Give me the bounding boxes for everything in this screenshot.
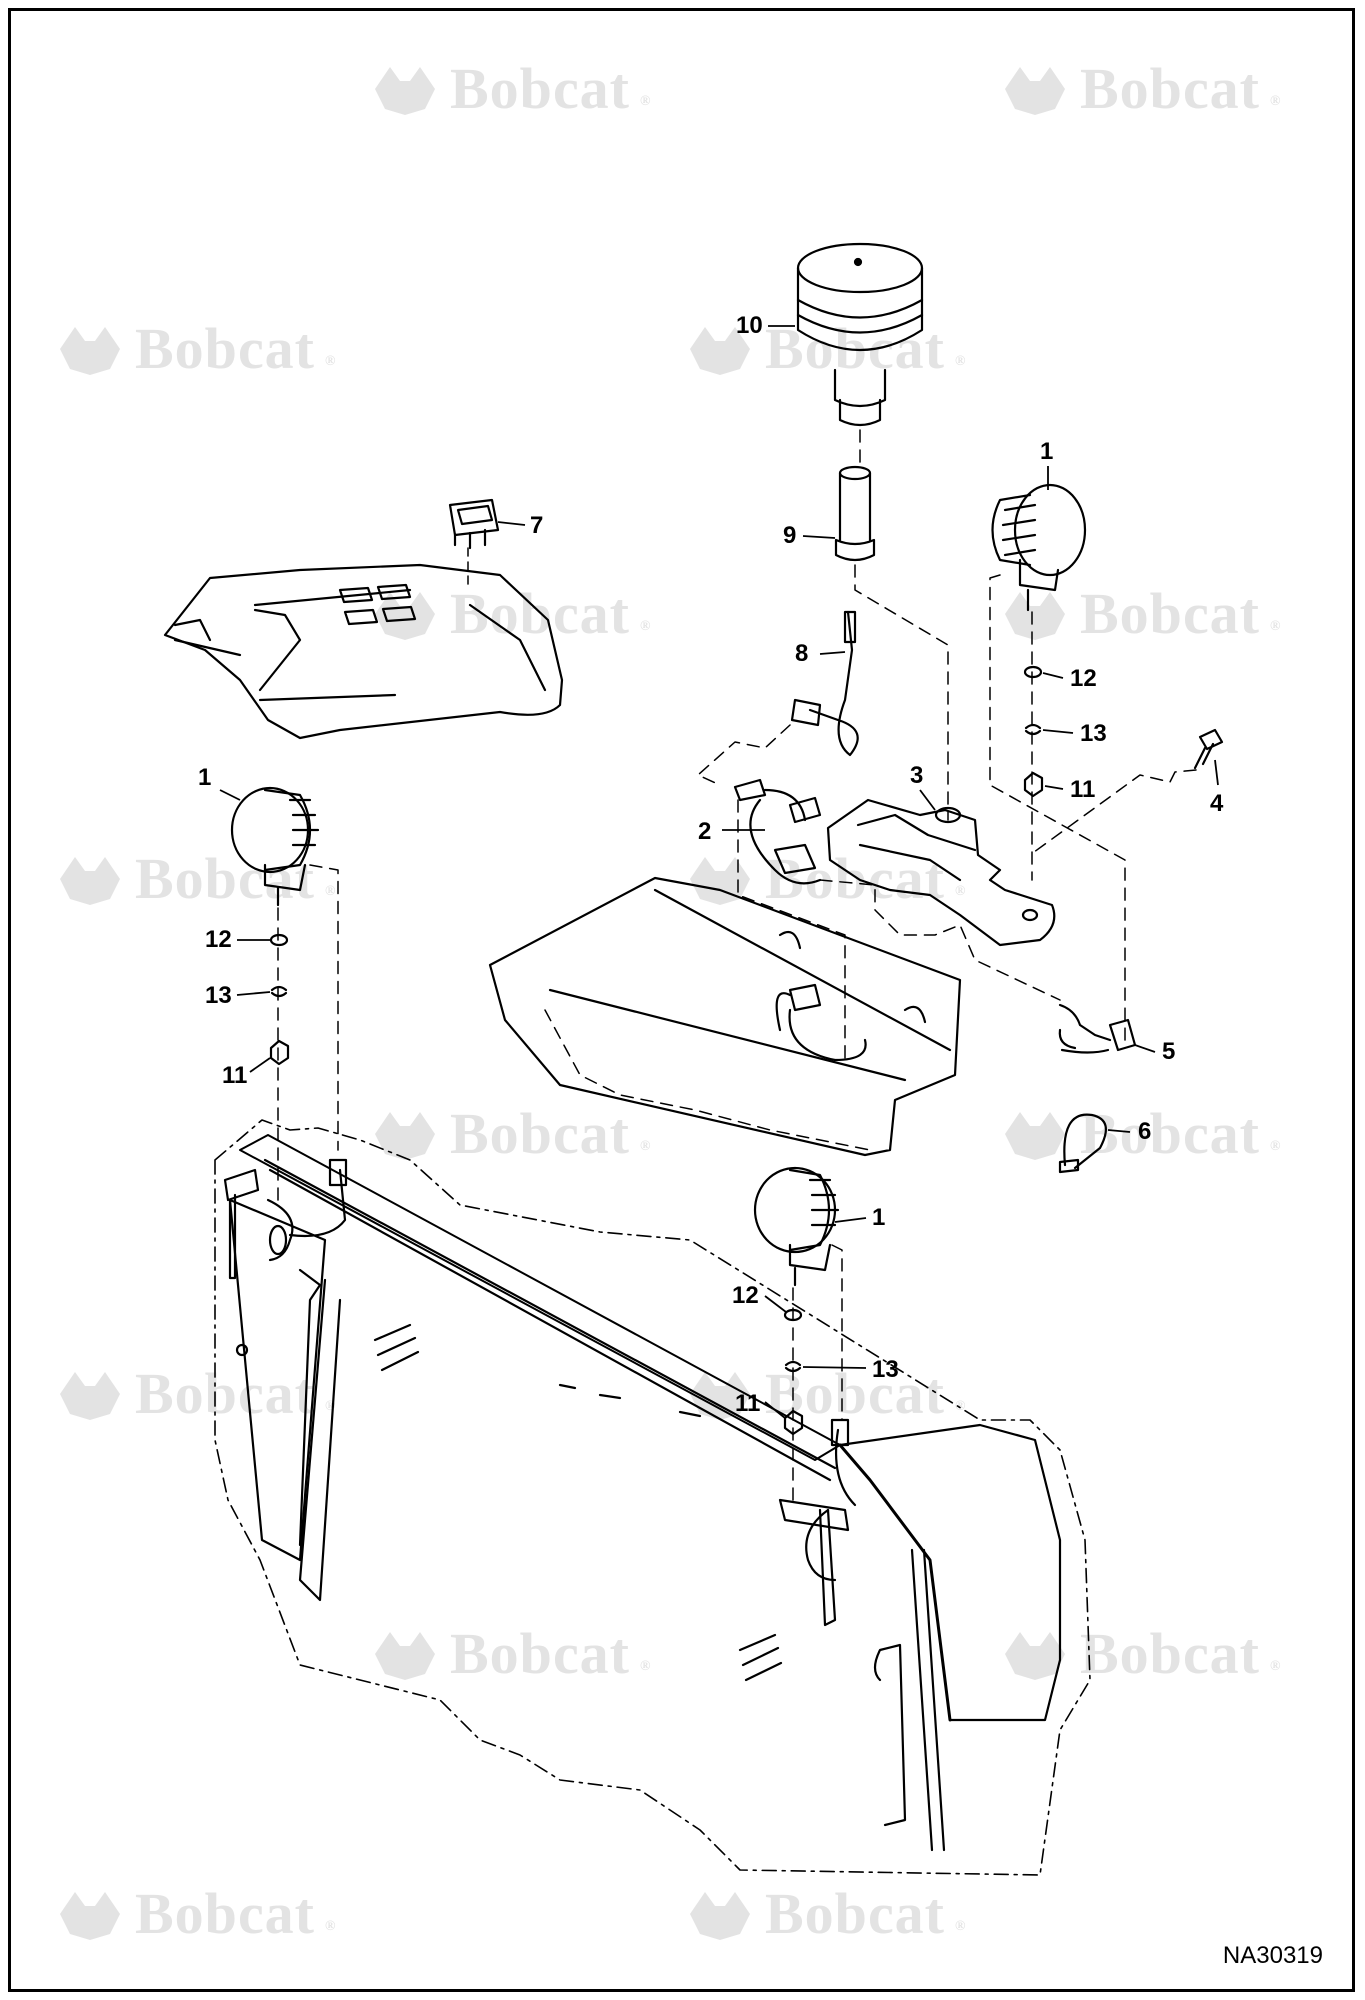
callout-leader (1044, 785, 1064, 790)
light-harness (1058, 1003, 1137, 1054)
roof-panel (488, 876, 962, 1157)
leader-line (831, 1244, 843, 1421)
work-light (991, 483, 1087, 612)
lock-washer (784, 1360, 802, 1373)
callout-leader (1042, 729, 1074, 734)
nut (1023, 771, 1044, 798)
callout-leader (497, 521, 526, 526)
nut (269, 1039, 290, 1066)
callout-3: 3 (910, 762, 924, 789)
callout-leader (802, 535, 836, 539)
callout-leader (236, 991, 271, 996)
callout-leader (1042, 672, 1064, 679)
lock-washer (1024, 723, 1042, 736)
leader-line (737, 799, 846, 1061)
callout-leader (834, 1217, 867, 1223)
callout-8: 8 (795, 640, 809, 667)
callout-12: 12 (732, 1282, 759, 1309)
cable-tie (1058, 1113, 1108, 1174)
rocker-switch (448, 498, 500, 550)
switch-panel (163, 563, 564, 740)
callout-1: 1 (198, 764, 212, 791)
lock-washer (270, 985, 288, 998)
leader-line (1029, 769, 1197, 856)
washer (1023, 665, 1043, 679)
mount-bracket (826, 798, 1056, 947)
beacon-mount-pole (834, 465, 876, 562)
work-light (230, 786, 320, 907)
figure-id: NA30319 (1222, 1942, 1323, 1969)
callout-leader (1107, 1129, 1131, 1133)
bolt (1193, 728, 1224, 770)
callout-1: 1 (1040, 438, 1054, 465)
callout-11: 11 (222, 1062, 248, 1089)
leader-line (819, 879, 1061, 1001)
callout-leader (1134, 1044, 1156, 1053)
callout-5: 5 (1162, 1038, 1176, 1065)
callout-13: 13 (1080, 720, 1107, 747)
callout-9: 9 (783, 522, 797, 549)
harness-connector (775, 983, 867, 1062)
leader-line (697, 724, 791, 786)
nut (783, 1409, 804, 1436)
diagram-frame (8, 8, 1355, 1992)
washer (269, 933, 289, 947)
callout-11: 11 (735, 1390, 761, 1417)
callout-12: 12 (1070, 665, 1097, 692)
callout-6: 6 (1138, 1118, 1152, 1145)
washer (783, 1308, 803, 1322)
callout-7: 7 (530, 512, 544, 539)
callout-11: 11 (1070, 776, 1096, 803)
beacon-harness (790, 610, 859, 757)
leader-line (309, 864, 339, 1151)
callout-4: 4 (1210, 790, 1224, 817)
leader-line (989, 574, 1126, 1041)
main-harness (733, 778, 822, 885)
callout-leader (764, 1401, 786, 1419)
callout-leader (919, 789, 936, 811)
callout-leader (819, 651, 846, 655)
callout-leader (219, 789, 241, 801)
callout-13: 13 (872, 1356, 899, 1383)
leader-line (544, 1009, 871, 1151)
cab-frame (214, 1119, 1091, 1876)
leader-line (854, 564, 949, 821)
callout-leader (802, 1366, 867, 1369)
callout-leader (764, 1295, 787, 1313)
callout-13: 13 (205, 982, 232, 1009)
work-light (753, 1166, 840, 1287)
callout-10: 10 (736, 312, 763, 339)
callout-leader (249, 1057, 271, 1073)
callout-leader (1214, 759, 1219, 786)
callout-1: 1 (872, 1204, 886, 1231)
beacon-light (796, 242, 924, 427)
callout-12: 12 (205, 926, 232, 953)
callout-2: 2 (698, 818, 712, 845)
